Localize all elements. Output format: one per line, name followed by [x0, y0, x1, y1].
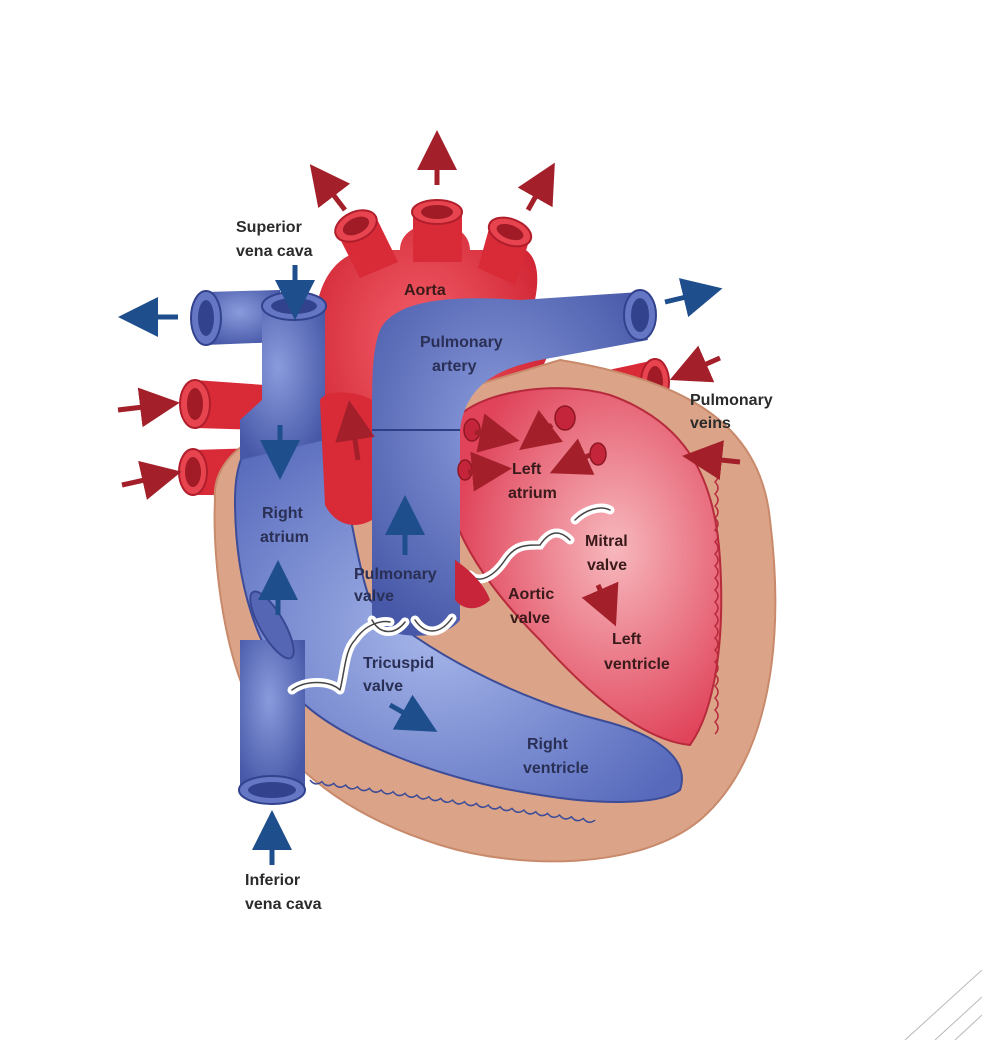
aortic-root	[320, 393, 372, 526]
label-aorta: Aorta	[404, 282, 446, 299]
corner-decoration	[905, 970, 982, 1040]
inferior-vena-cava	[239, 640, 305, 804]
superior-vena-cava	[191, 290, 326, 460]
